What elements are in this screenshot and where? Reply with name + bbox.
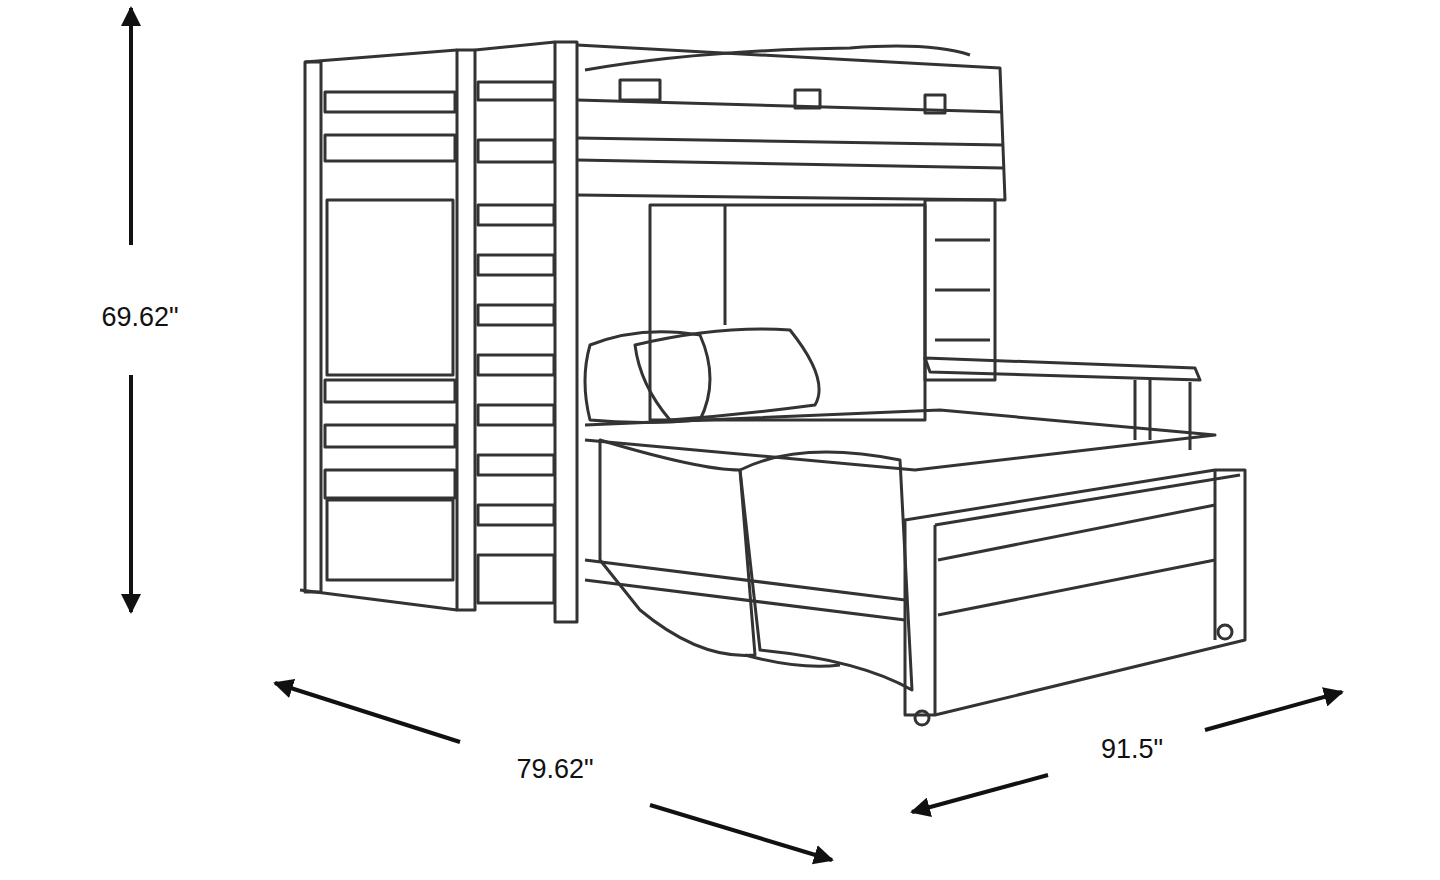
- bed-lines: [300, 42, 1245, 725]
- dimension-label: 79.62": [512, 754, 597, 786]
- dimension-label: 91.5": [1097, 734, 1167, 766]
- dimension-arrows: [131, 8, 1342, 860]
- dimension-label: 69.62": [97, 302, 182, 334]
